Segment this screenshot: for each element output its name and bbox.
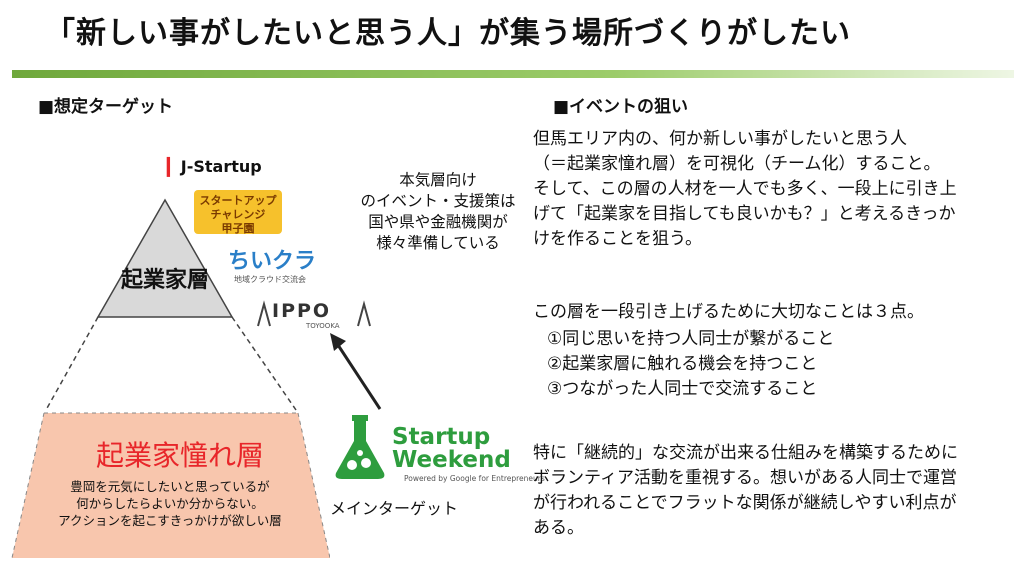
support-note-line: 様々準備している	[376, 234, 500, 252]
koshien-line: スタートアップ	[199, 194, 277, 207]
aim-line: けを作ることを狙う。	[533, 229, 702, 249]
title-underline	[12, 70, 1014, 78]
startup-weekend-flask-icon	[335, 415, 385, 479]
target-pyramid	[11, 198, 330, 559]
aspiring-desc-line: アクションを起こすきっかけが欲しい層	[58, 513, 282, 528]
aim-line: そして、この層の人材を一人でも多く、一段上に引き上	[533, 179, 957, 199]
aim-line: 但馬エリア内の、何か新しい事がしたいと思う人	[533, 129, 907, 149]
aim-point: ③つながった人同士で交流すること	[547, 379, 818, 399]
koshien-line: 甲子園	[221, 222, 255, 235]
ippo-figures-icon	[257, 300, 371, 327]
aim-point: ①同じ思いを持つ人同士が繋がること	[547, 329, 835, 349]
ippo-subtitle: TOYOOKA	[306, 322, 340, 330]
entrepreneur-layer-label: 起業家層	[120, 268, 209, 293]
aspiring-desc-line: 何からしたらよいか分からない。	[76, 496, 264, 511]
aim-heading: ■イベントの狙い	[553, 97, 689, 117]
aim-line: （＝起業家憧れ層）を可視化（チーム化）すること。	[533, 154, 941, 174]
aim-paragraph-2-intro: この層を一段引き上げるために大切なことは３点。	[533, 302, 924, 322]
aim-paragraph-3: 特に「継続的」な交流が出来る仕組みを構築するために ボランティア活動を重視する。…	[533, 441, 958, 541]
aim-line: げて「起業家を目指しても良いかも？」と考えるきっか	[533, 204, 956, 224]
jstartup-mark-icon: ❙	[160, 153, 177, 177]
aspiring-layer-description: 豊岡を元気にしたいと思っているが 何からしたらよいか分からない。 アクションを起…	[20, 478, 320, 529]
startup-weekend-powered-by: Powered by Google for Entrepreneurs	[404, 474, 545, 483]
aim-line: ボランティア活動を重視する。想いがある人同士で運営	[533, 468, 957, 488]
jstartup-label: J-Startup	[180, 157, 262, 176]
aspiring-layer-label: 起業家憧れ層	[95, 439, 264, 472]
support-note-line: 国や県や金融機関が	[368, 213, 508, 231]
startup-weekend-title-line1: Startup	[392, 424, 491, 450]
aim-paragraph-1: 但馬エリア内の、何か新しい事がしたいと思う人 （＝起業家憧れ層）を可視化（チーム…	[533, 127, 957, 252]
entrepreneur-layer-shape	[96, 198, 234, 318]
support-note-line: のイベント・支援策は	[360, 192, 516, 210]
startup-koshien-logo: スタートアップ チャレンジ 甲子園	[194, 190, 282, 235]
aim-line: ある。	[533, 518, 584, 538]
aim-line: 特に「継続的」な交流が出来る仕組みを構築するために	[533, 443, 958, 463]
chikura-logo: ちいクラ	[228, 249, 317, 274]
target-heading: ■想定ターゲット	[38, 97, 174, 117]
aspiring-desc-line: 豊岡を元気にしたいと思っているが	[70, 479, 270, 494]
koshien-line: チャレンジ	[210, 208, 266, 221]
aim-point: ②起業家層に触れる機会を持つこと	[547, 354, 818, 374]
main-target-label: メインターゲット	[330, 499, 459, 518]
support-note: 本気層向け のイベント・支援策は 国や県や金融機関が 様々準備している	[348, 170, 528, 254]
aim-points-list: ①同じ思いを持つ人同士が繋がること ②起業家層に触れる機会を持つこと ③つながっ…	[547, 327, 834, 402]
ippo-logo: IPPO	[272, 300, 332, 322]
chikura-subtitle: 地域クラウド交流会	[234, 275, 306, 284]
startup-weekend-title-line2: Weekend	[392, 447, 511, 473]
aim-line: が行われることでフラットな関係が継続しやすい利点が	[533, 493, 957, 513]
jstartup-logo: ❙J-Startup	[160, 153, 262, 177]
support-note-line: 本気層向け	[399, 171, 477, 189]
page-title: 「新しい事がしたいと思う人」が集う場所づくりがしたい	[45, 16, 851, 51]
aspiring-layer-shape	[12, 413, 330, 558]
arrow-up-icon	[330, 333, 382, 410]
